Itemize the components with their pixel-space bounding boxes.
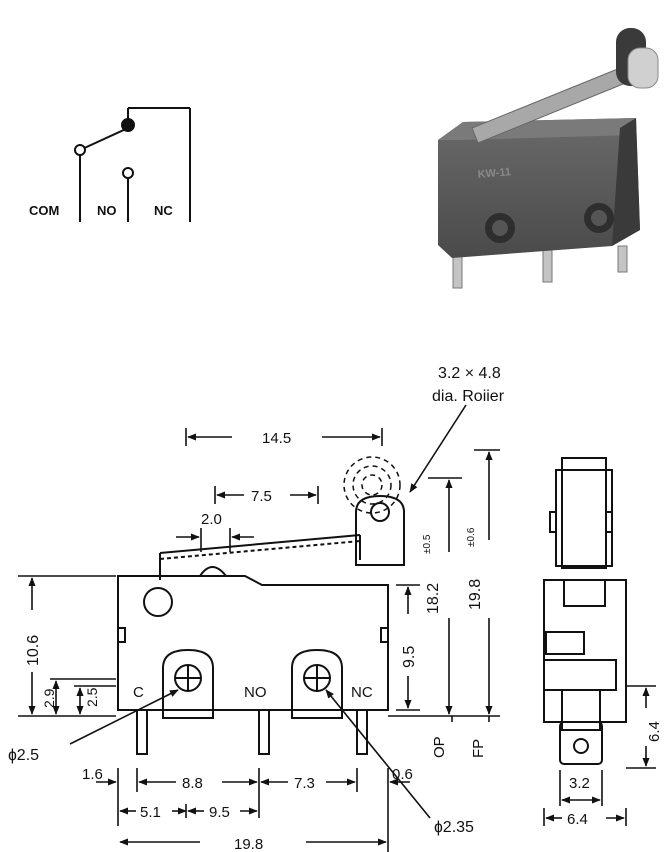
- hole-left-dia: ɸ2.5: [8, 747, 39, 764]
- dim-2-0: 2.0: [201, 511, 222, 528]
- pin-label-no: NO: [244, 684, 267, 701]
- dim-9-5-vertical: 9.5: [401, 646, 418, 668]
- switch-schematic: [74, 107, 191, 222]
- side-dim-6-4-horizontal: 6.4: [567, 811, 588, 828]
- roller-note-line2: dia. Roiier: [432, 388, 505, 405]
- dim-5-1: 5.1: [140, 804, 161, 821]
- front-view: [117, 456, 405, 755]
- dimension-lines: [18, 428, 656, 852]
- dim-2-9: 2.9: [41, 688, 57, 708]
- dim-19-8-horizontal: 19.8: [234, 836, 263, 852]
- dim-19-8-tolerance: ±0.6: [466, 527, 477, 547]
- dim-1-6: 1.6: [82, 766, 103, 783]
- dim-8-8: 8.8: [182, 775, 203, 792]
- dim-9-5-horizontal: 9.5: [209, 804, 230, 821]
- photo-marking: KW-11: [477, 166, 511, 181]
- label-fp: FP: [470, 739, 487, 758]
- dim-18-2: 18.2: [425, 583, 442, 614]
- dim-7-3: 7.3: [294, 775, 315, 792]
- microswitch-photo: KW-11: [438, 28, 659, 289]
- dim-0-6: 0.6: [392, 766, 413, 783]
- dim-2-5: 2.5: [84, 687, 100, 707]
- dim-19-8-vertical: 19.8: [467, 579, 484, 610]
- dim-18-2-tolerance: ±0.5: [422, 534, 433, 554]
- side-view: [543, 457, 627, 765]
- dim-7-5: 7.5: [251, 488, 272, 505]
- pin-label-nc: NC: [351, 684, 373, 701]
- terminal-label-nc: NC: [154, 203, 173, 218]
- pin-label-c: C: [133, 684, 144, 701]
- label-op: OP: [431, 736, 448, 758]
- dim-10-6: 10.6: [25, 635, 42, 666]
- hole-right-dia: ɸ2.35: [434, 819, 474, 836]
- terminal-label-no: NO: [97, 203, 117, 218]
- terminal-label-com: COM: [29, 203, 59, 218]
- dim-14-5: 14.5: [262, 430, 291, 447]
- side-dim-3-2: 3.2: [569, 775, 590, 792]
- roller-note-line1: 3.2 × 4.8: [438, 365, 501, 382]
- side-dim-6-4-vertical: 6.4: [646, 721, 663, 742]
